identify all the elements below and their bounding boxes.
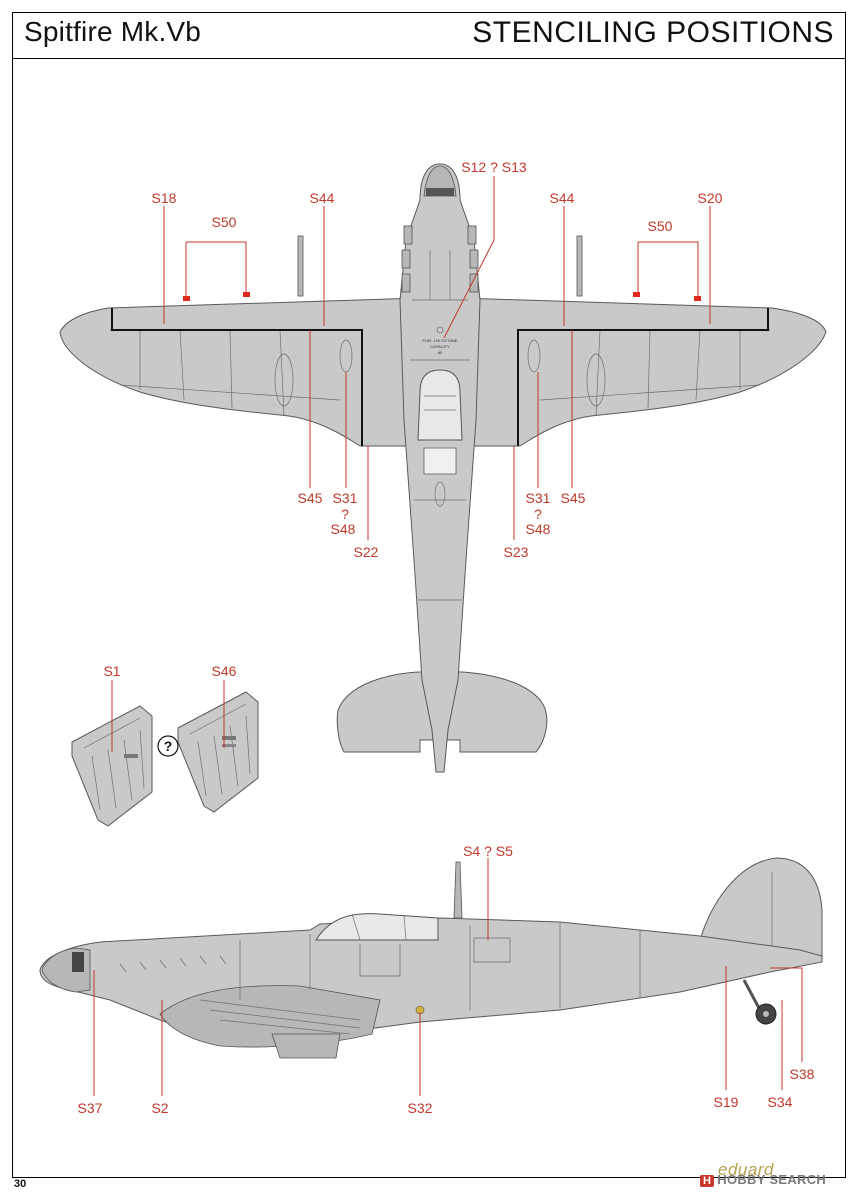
- callout-s18: S18: [152, 190, 177, 206]
- cannon-left: [297, 235, 304, 297]
- canopy-frame: [424, 395, 456, 411]
- s50-marker-right-1: [633, 292, 640, 297]
- callout-s46: S46: [212, 663, 237, 679]
- question-mark: ?: [164, 738, 173, 754]
- callout-s50-right: S50: [648, 218, 673, 234]
- watermark-mark-icon: H: [700, 1175, 715, 1187]
- canopy-side-frame: [351, 913, 407, 941]
- exhaust-stubs-side: [119, 955, 227, 973]
- fuselage-panel-lines: [410, 250, 470, 601]
- section-title: STENCILING POSITIONS: [472, 16, 834, 49]
- ammo-panel-right: [527, 339, 541, 373]
- callout-s31-right: S31: [526, 490, 551, 506]
- fuselage-hatch: [434, 481, 446, 507]
- wing-walk-line-right: [517, 308, 769, 446]
- tailwheel-hub: [763, 1011, 769, 1017]
- tailwheel-strut: [742, 979, 762, 1011]
- callout-s45-left: S45: [298, 490, 323, 506]
- exhaust-left-2: [401, 249, 411, 269]
- callout-s31-left: S31: [333, 490, 358, 506]
- callout-s1: S1: [103, 663, 120, 679]
- fuel-stencil-line-2: CAPACITY: [430, 344, 450, 349]
- callout-s19: S19: [714, 1094, 739, 1110]
- wing-side-panels: [199, 999, 361, 1035]
- callout-s34: S34: [768, 1094, 793, 1110]
- exhaust-right-2: [469, 249, 479, 269]
- callout-s37: S37: [78, 1100, 103, 1116]
- callout-s44-left: S44: [310, 190, 335, 206]
- top-view-leaders: [163, 176, 711, 540]
- callout-s4-s5: S4 ? S5: [463, 843, 513, 859]
- callout-s45-right: S45: [561, 490, 586, 506]
- callout-s38: S38: [790, 1066, 815, 1082]
- page-number: 30: [14, 1178, 27, 1190]
- aircraft-name: Spitfire Mk.Vb: [24, 16, 202, 47]
- radiator: [271, 1033, 341, 1059]
- rear-glazing: [423, 447, 457, 475]
- gun-bay-right: [586, 353, 606, 407]
- s50-marker-left-1: [183, 296, 190, 301]
- canopy: [417, 369, 463, 441]
- exhaust-right-1: [467, 225, 477, 245]
- wing-walk-line-left: [111, 308, 363, 446]
- callout-s44-right: S44: [550, 190, 575, 206]
- fuel-stencil-line-1: FUEL 100 OCTANE: [422, 338, 458, 343]
- side-view-aircraft: [39, 857, 823, 1059]
- fin-rudder: [699, 857, 823, 963]
- question-circle-icon: [157, 735, 179, 757]
- callout-s48-left: S48: [331, 521, 356, 537]
- callout-s20: S20: [698, 190, 723, 206]
- callout-s22: S22: [354, 544, 379, 560]
- callout-s32: S32: [408, 1100, 433, 1116]
- detail-leaders: [111, 680, 225, 752]
- exhaust-left-3: [401, 273, 411, 293]
- detail-part-s46: [177, 691, 259, 813]
- callout-s48-right: S48: [526, 521, 551, 537]
- gun-bay-left: [274, 353, 294, 407]
- fuel-filler-cap: [436, 326, 444, 334]
- fuselage-side-panels: [239, 922, 641, 1010]
- callout-s50-left: S50: [212, 214, 237, 230]
- s50-marker-right-2: [694, 296, 701, 301]
- callout-q-left: ?: [341, 506, 349, 522]
- brand-logo-text: eduard: [718, 1160, 774, 1179]
- spinner-band-side: [72, 952, 84, 972]
- callout-s2: S2: [151, 1100, 168, 1116]
- exhaust-left-1: [403, 225, 413, 245]
- header-divider: [12, 58, 846, 59]
- exhaust-right-3: [469, 273, 479, 293]
- watermark-text: HOBBY SEARCH: [717, 1172, 827, 1187]
- cannon-right: [576, 235, 583, 297]
- spinner-band: [426, 188, 454, 196]
- s50-marker-left-2: [243, 292, 250, 297]
- side-view-leaders: [93, 858, 803, 1096]
- canopy-side: [315, 913, 439, 941]
- wing-side: [159, 985, 381, 1048]
- top-view-aircraft: FUEL 100 OCTANE CAPACITY 85: [59, 163, 827, 773]
- callout-q-right: ?: [534, 506, 542, 522]
- page-frame: [12, 12, 846, 1178]
- callout-s12-s13: S12 ? S13: [461, 159, 527, 175]
- callout-s23: S23: [504, 544, 529, 560]
- fuel-stencil-line-3: 85: [438, 350, 443, 355]
- detail-part-s1: [71, 705, 153, 827]
- antenna-mast: [453, 861, 463, 919]
